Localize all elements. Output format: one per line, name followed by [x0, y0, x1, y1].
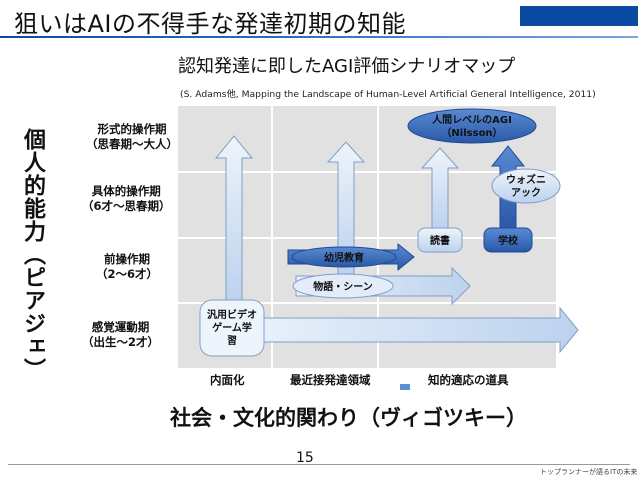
story-node: [292, 273, 394, 299]
x-label-zpd: 最近接発達領域: [290, 373, 371, 387]
stage-name: 形式的操作期: [97, 122, 167, 136]
y-axis-title: 個人的能力（ピアジェ）: [20, 128, 45, 381]
stage-age: （6才〜思春期）: [82, 199, 171, 213]
human-agi-label: 人間レベルのAGI: [432, 113, 512, 126]
slide-title: 狙いはAIの不得手な発達初期の知能: [14, 10, 406, 38]
x-axis-title: 社会・文化的関わり（ヴィゴツキー）: [170, 406, 527, 430]
stage-age: （2〜6才）: [96, 267, 159, 281]
preschool-node: [291, 246, 397, 268]
vertical-arrow-internalization: [214, 135, 254, 301]
school-node: [483, 227, 533, 253]
wozniak-label-2: アック: [511, 187, 541, 199]
human-agi-node: [407, 108, 537, 144]
slide-subtitle: 認知発達に即したAGI評価シナリオマップ: [178, 56, 516, 77]
stage-label-concrete: 具体的操作期 （6才〜思春期）: [82, 184, 171, 214]
preschool-label: 幼児教育: [324, 251, 364, 264]
stage-label-sensorimotor: 感覚運動期 （出生〜2才）: [82, 320, 159, 350]
stage-label-formal: 形式的操作期 （思春期〜大人）: [86, 122, 178, 152]
school-label: 学校: [498, 234, 519, 247]
stage-age: （出生〜2才）: [82, 335, 160, 349]
stage-name: 具体的操作期: [91, 184, 161, 198]
small-marker: [400, 384, 410, 390]
footer-text: トップランナーが語るITの未来: [540, 468, 638, 476]
story-label: 物語・シーン: [313, 280, 373, 293]
citation: (S. Adams他, Mapping the Landscape of Hum…: [180, 89, 596, 100]
wozniak-node: [491, 168, 561, 204]
title-accent-bar: [520, 6, 638, 26]
human-agi-sublabel: （Nilsson）: [441, 126, 502, 139]
x-label-internalization: 内面化: [210, 373, 245, 387]
stage-age: （思春期〜大人）: [86, 137, 178, 151]
page-number: 15: [296, 450, 314, 466]
stage-name: 感覚運動期: [91, 320, 150, 334]
video-game-label-3: 習: [227, 335, 237, 347]
video-game-node: [199, 299, 265, 357]
horizontal-arrow-video-game: [257, 306, 579, 354]
video-game-label-2: ゲーム学: [212, 321, 252, 334]
stage-label-preoperational: 前操作期 （2〜6才）: [96, 252, 158, 282]
wozniak-label: ウォズニ: [506, 173, 546, 186]
reading-label: 読書: [430, 234, 450, 247]
x-label-tools: 知的適応の道具: [428, 373, 509, 387]
reading-node: [417, 227, 463, 253]
title-underline: [0, 36, 638, 38]
footer-rule: [8, 464, 630, 465]
video-game-label-1: 汎用ビデオ: [207, 308, 257, 321]
stage-name: 前操作期: [104, 252, 150, 266]
vertical-arrow-reading: [420, 147, 460, 229]
